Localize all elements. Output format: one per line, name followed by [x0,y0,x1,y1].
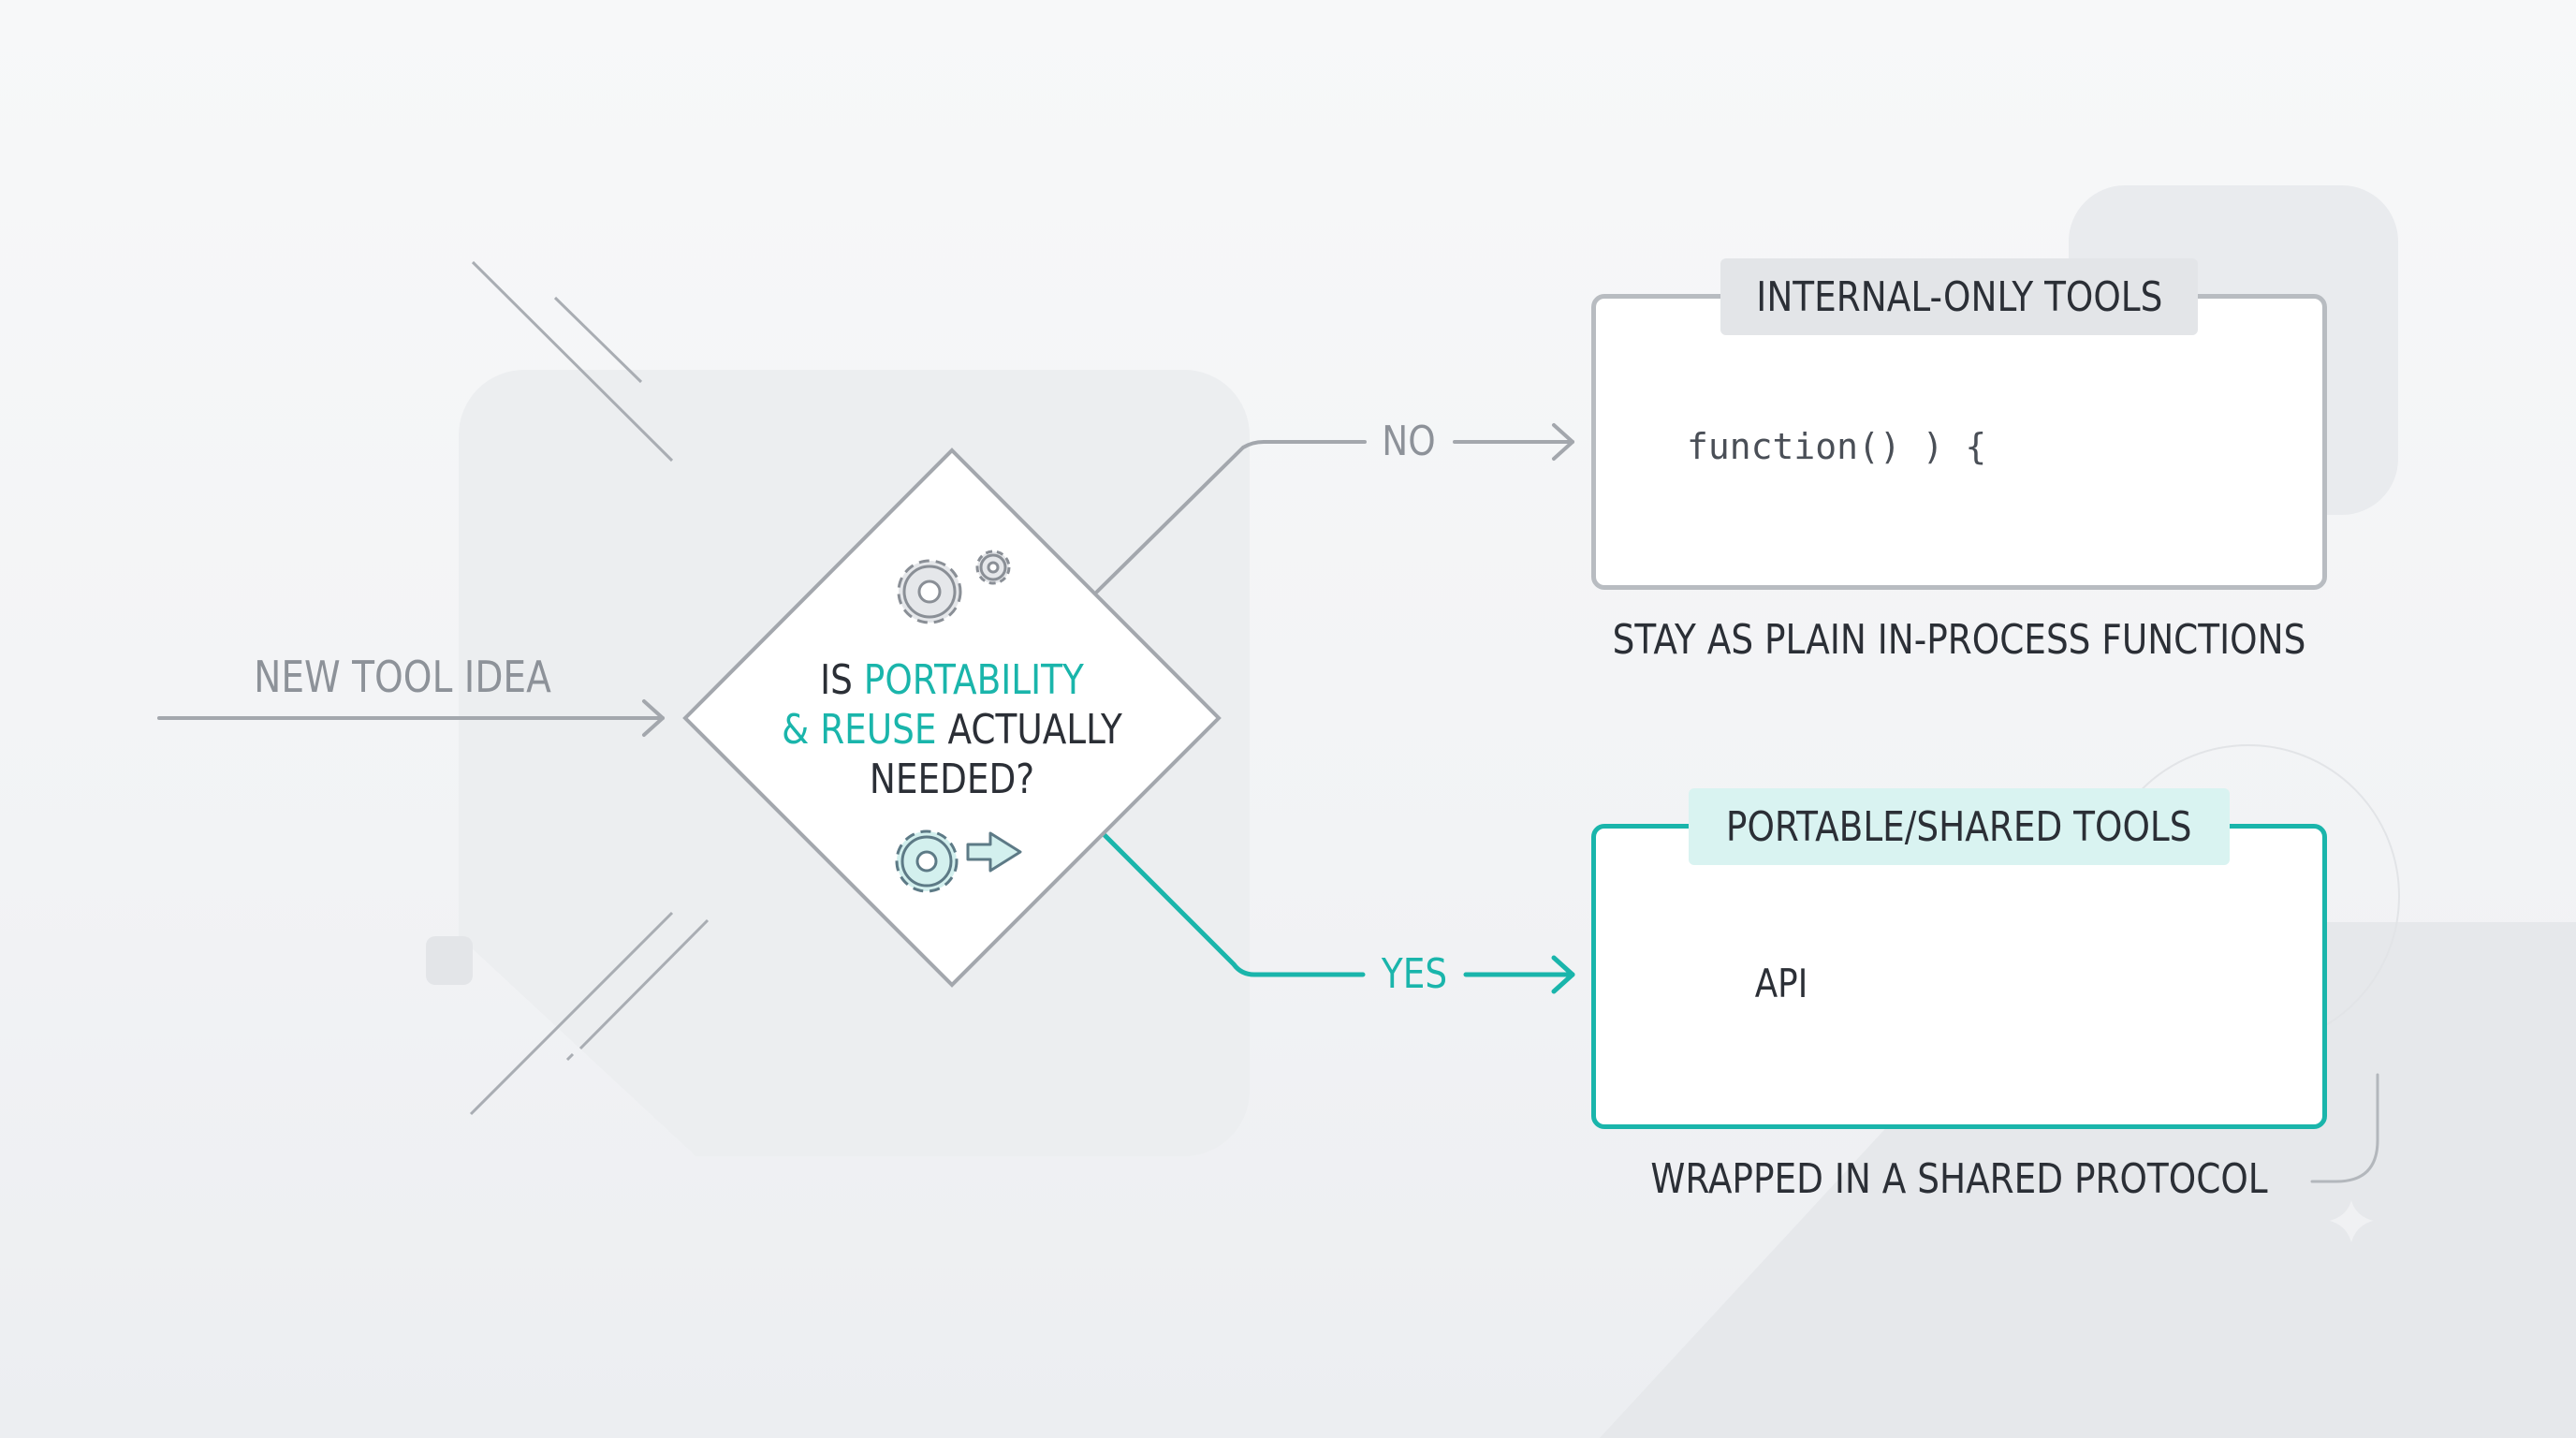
decorative-hook [2310,1073,2379,1183]
internal-tools-title-text: INTERNAL-ONLY TOOLS [1755,272,2163,321]
internal-tools-box [1591,294,2327,590]
sparkle-icon [2324,1196,2378,1248]
decision-highlight-1: PORTABILITY [863,656,1084,704]
portable-tools-caption: WRAPPED IN A SHARED PROTOCOL [1650,1155,2268,1203]
decision-line-1: IS PORTABILITY [764,655,1141,705]
portable-tools-box [1591,824,2327,1129]
decision-diamond [682,448,1222,988]
decorative-lines [469,260,710,1116]
yes-branch-connector [1102,832,1575,994]
internal-tools-title: INTERNAL-ONLY TOOLS [1720,258,2198,335]
portable-tools-title: PORTABLE/SHARED TOOLS [1689,788,2230,865]
internal-tools-caption: STAY AS PLAIN IN-PROCESS FUNCTIONS [1612,616,2306,664]
decision-question: IS PORTABILITY & REUSE ACTUALLY NEEDED? [764,655,1141,804]
decision-highlight-2: & REUSE [782,706,937,754]
portable-tools-title-text: PORTABLE/SHARED TOOLS [1726,802,2192,851]
gears-icon [897,550,1011,624]
decision-line-3: NEEDED? [869,756,1035,803]
yes-label: YES [1381,950,1448,998]
input-arrow [157,699,665,737]
no-branch-connector [1095,423,1574,594]
input-label: NEW TOOL IDEA [254,652,551,702]
no-label: NO [1382,418,1436,465]
decision-line-2: & REUSE ACTUALLY [764,705,1141,755]
decision-prefix: IS [820,656,864,704]
decision-rest: ACTUALLY [936,706,1122,754]
api-label: API [1754,961,1808,1006]
background-small-square [426,936,473,985]
code-snippet: function() ) { [1687,426,1987,467]
gear-arrow-icon [895,829,1022,893]
